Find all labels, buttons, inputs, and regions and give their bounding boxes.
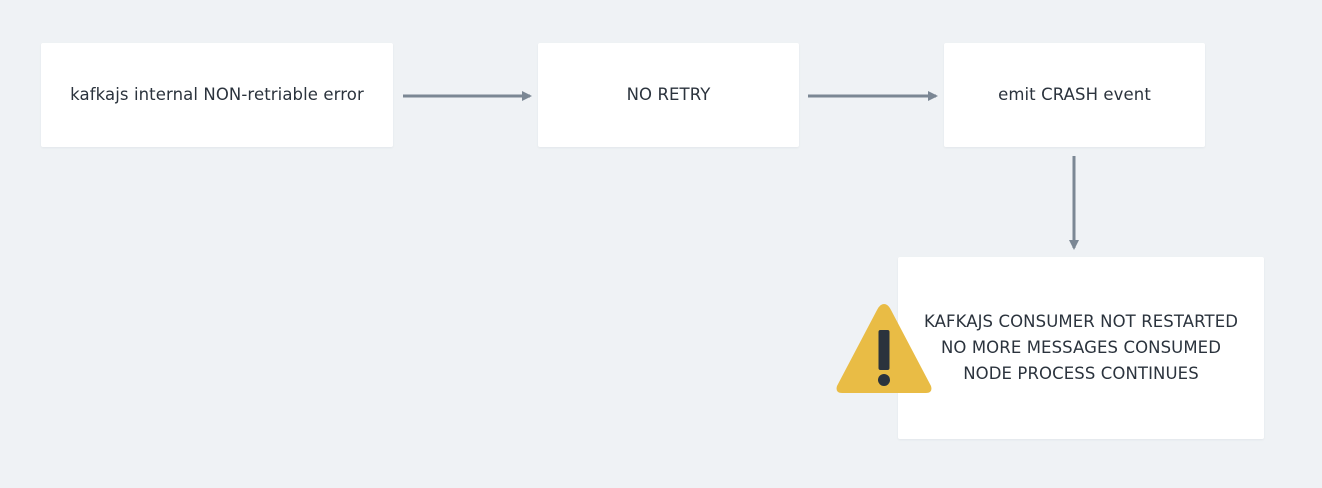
node-no-retry-label: NO RETRY: [626, 85, 711, 104]
warning-icon: [836, 304, 932, 393]
node-emit-crash-label: emit CRASH event: [998, 85, 1151, 104]
node-internal-error-label: kafkajs internal NON-retriable error: [70, 85, 364, 104]
node-internal-error: kafkajs internal NON-retriable error: [41, 43, 393, 147]
outcome-line-process: NODE PROCESS CONTINUES: [963, 364, 1199, 383]
node-outcome: KAFKAJS CONSUMER NOT RESTARTED NO MORE M…: [898, 257, 1264, 439]
node-emit-crash: emit CRASH event: [944, 43, 1205, 147]
node-no-retry: NO RETRY: [538, 43, 799, 147]
outcome-line-messages: NO MORE MESSAGES CONSUMED: [940, 338, 1222, 357]
outcome-line-consumer: KAFKAJS CONSUMER NOT RESTARTED: [923, 312, 1239, 331]
